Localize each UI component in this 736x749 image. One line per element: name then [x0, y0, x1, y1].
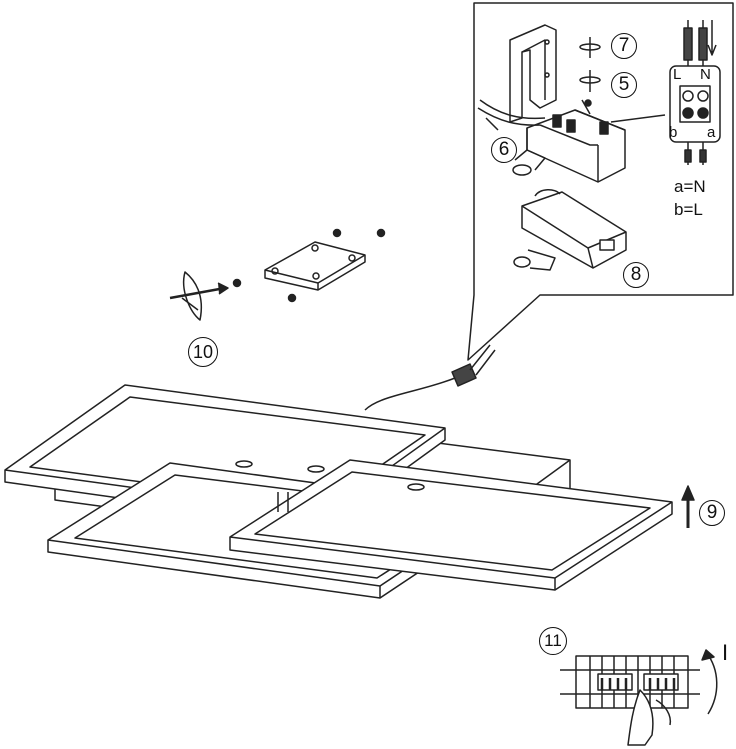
legend-a-line: a=N [674, 177, 706, 196]
terminal-L-label: L [673, 66, 682, 83]
legend-b-line: b=L [674, 200, 703, 219]
step-7-label: 7 [611, 33, 637, 59]
step-10-label: 10 [188, 337, 218, 367]
terminal-block-detail [477, 24, 666, 183]
switch-on-mark: I [722, 640, 729, 665]
terminal-N-label: N [700, 66, 711, 83]
driver-box [513, 189, 627, 271]
step-6-label: 6 [491, 137, 517, 163]
step-8-label: 8 [623, 262, 649, 288]
step-5-label: 5 [611, 72, 637, 98]
connector-closeup [669, 20, 721, 165]
luminaire [4, 384, 673, 599]
ceiling-plate [169, 228, 386, 321]
supply-cable [364, 344, 496, 411]
up-arrow-icon [681, 485, 695, 528]
breaker-panel [560, 649, 718, 746]
terminal-b-label: b [669, 124, 678, 141]
terminal-a-label: a [707, 124, 716, 141]
step-11-label: 11 [539, 627, 567, 655]
step-9-label: 9 [699, 500, 725, 526]
screw-icons [579, 37, 601, 92]
